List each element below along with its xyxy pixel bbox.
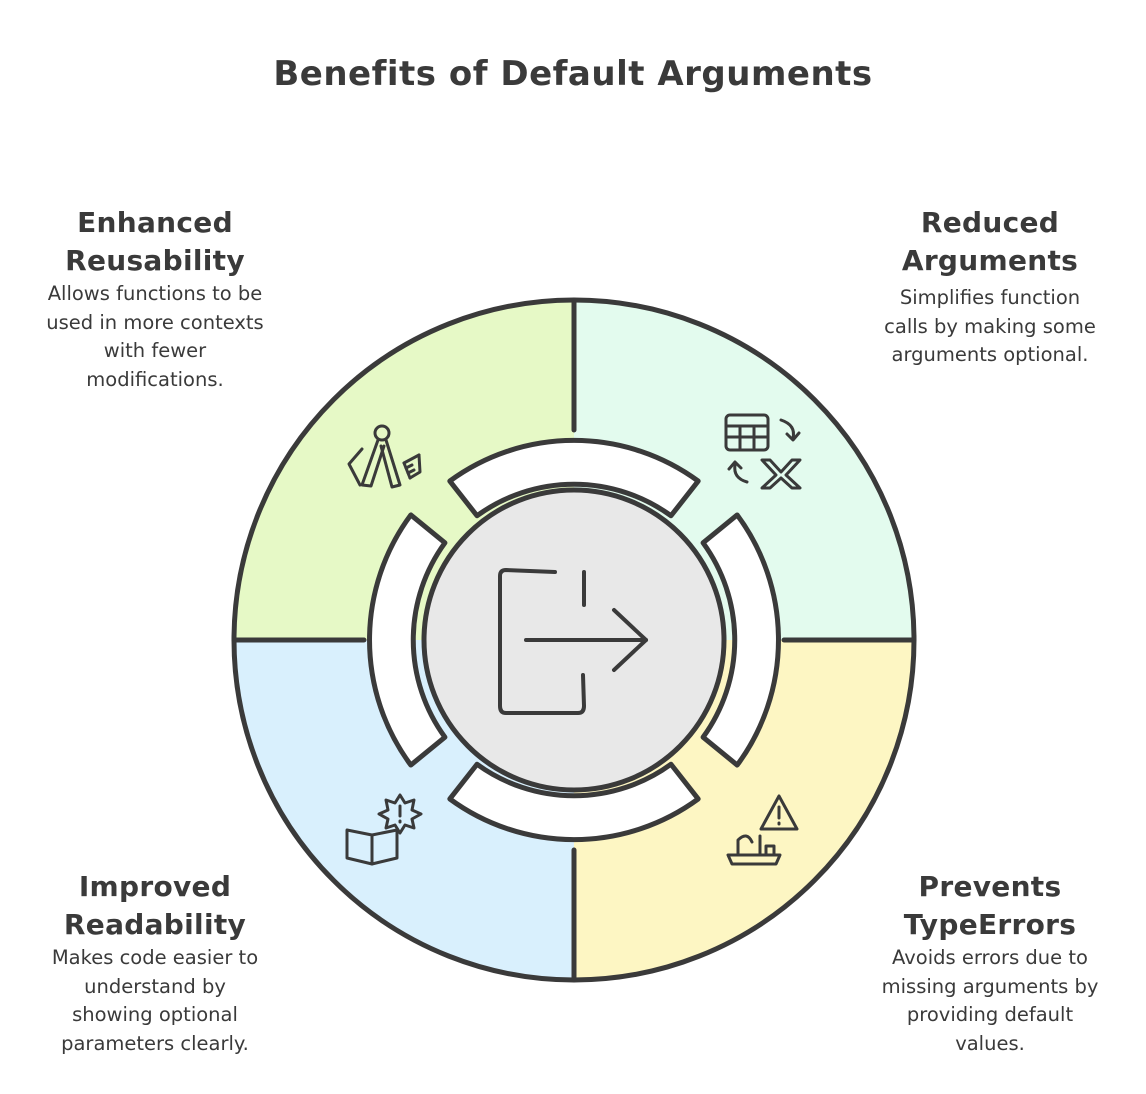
page-title: Benefits of Default Arguments xyxy=(273,54,873,94)
exit-arrow-icon xyxy=(498,568,648,715)
ring-segment-bottom xyxy=(447,761,701,843)
heading-line: Enhanced xyxy=(77,206,233,239)
table-reduce-icon xyxy=(724,413,802,490)
heading-line: Reusability xyxy=(65,244,245,277)
section-heading: Enhanced Reusability xyxy=(20,204,290,280)
section-heading: Improved Readability xyxy=(20,868,290,944)
description-line: arguments optional. xyxy=(891,343,1089,366)
heading-line: Improved xyxy=(78,870,232,903)
section-improved-readability: Improved Readability Makes code easier t… xyxy=(20,868,290,1058)
section-reduced-arguments: Reduced Arguments Simplifies function ca… xyxy=(850,204,1130,370)
quadrant-dividers xyxy=(231,297,917,983)
section-description: Allows functions to be used in more cont… xyxy=(20,280,290,394)
section-description: Makes code easier to understand by showi… xyxy=(20,944,290,1058)
book-alert-icon xyxy=(345,793,423,866)
description-line: understand by xyxy=(84,974,226,998)
description-line: providing default xyxy=(906,1003,1074,1026)
section-heading: Reduced Arguments xyxy=(850,204,1130,280)
description-line: Simplifies function xyxy=(899,286,1081,309)
ring-segment-left xyxy=(367,512,448,768)
description-line: showing optional xyxy=(72,1003,238,1026)
heading-line: Reduced xyxy=(920,206,1060,239)
description-line: Avoids errors due to xyxy=(892,946,1088,969)
inner-ring-segments xyxy=(367,437,781,843)
description-line: Allows functions to be xyxy=(47,282,263,305)
ring-segment-top xyxy=(447,437,701,519)
section-description: Simplifies function calls by making some… xyxy=(850,284,1130,370)
description-line: calls by making some xyxy=(884,314,1096,338)
section-heading: Prevents TypeErrors xyxy=(850,868,1130,944)
section-description: Avoids errors due to missing arguments b… xyxy=(850,944,1130,1058)
section-enhanced-reusability: Enhanced Reusability Allows functions to… xyxy=(20,204,290,394)
description-line: parameters clearly. xyxy=(61,1031,249,1055)
section-prevents-typeerrors: Prevents TypeErrors Avoids errors due to… xyxy=(850,868,1130,1058)
description-line: Makes code easier to xyxy=(51,946,259,969)
outer-ring-outline xyxy=(231,297,917,983)
description-line: modifications. xyxy=(86,367,224,391)
description-line: missing arguments by xyxy=(881,974,1099,998)
heading-line: TypeErrors xyxy=(903,908,1077,941)
heading-line: Readability xyxy=(63,908,247,941)
description-line: with fewer xyxy=(103,339,207,362)
heading-line: Arguments xyxy=(901,244,1079,277)
multitool-icon xyxy=(347,424,422,489)
description-line: used in more contexts xyxy=(46,310,264,334)
heading-line: Prevents xyxy=(918,870,1062,903)
warning-ship-icon xyxy=(726,794,799,866)
ring-segment-right xyxy=(700,512,781,768)
description-line: values. xyxy=(955,1031,1025,1055)
